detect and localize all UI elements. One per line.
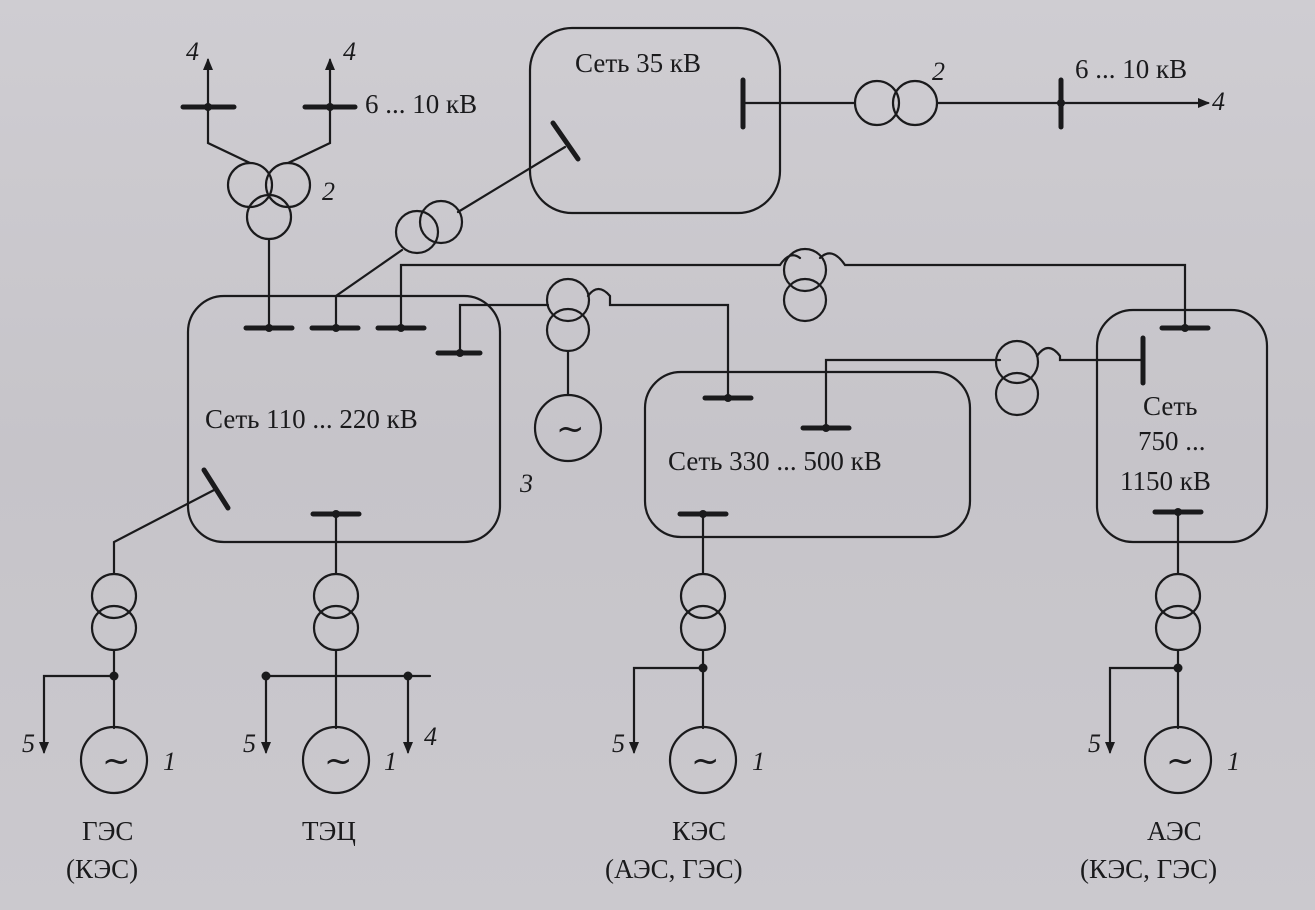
- label-aes-line1: АЭС: [1147, 816, 1202, 846]
- marker-4-right: 4: [1212, 87, 1225, 116]
- label-network-750-l3: 1150 кВ: [1120, 466, 1211, 496]
- transformer-ges: [90, 572, 138, 652]
- generator-kes: [668, 725, 738, 795]
- marker-4-tec: 4: [424, 722, 437, 751]
- marker-4-left-a: 4: [186, 37, 199, 66]
- label-ges-line2: (КЭС): [66, 854, 138, 884]
- transformer-kes: [679, 572, 727, 652]
- marker-5-tec: 5: [243, 729, 256, 758]
- transformer-110-to-750: [782, 247, 828, 323]
- label-network-110-220kv: Сеть 110 ... 220 кВ: [205, 404, 418, 434]
- label-kes-line1: КЭС: [672, 816, 726, 846]
- label-kes-line2: (АЭС, ГЭС): [605, 854, 743, 884]
- marker-1-kes: 1: [752, 747, 765, 776]
- transformer-with-generator-3: [545, 277, 591, 353]
- label-network-330-500kv: Сеть 330 ... 500 кВ: [668, 446, 882, 476]
- bus-35kv-diag: [550, 120, 581, 162]
- label-network-750-l2: 750 ...: [1138, 426, 1206, 456]
- generator-tec-symbol: ~: [324, 741, 353, 781]
- network-35kv-box: [528, 26, 782, 215]
- network-330-500kv-box: [643, 370, 972, 539]
- marker-3: 3: [519, 469, 533, 498]
- marker-1-aes: 1: [1227, 747, 1240, 776]
- transformer-35-to-10: [853, 79, 939, 127]
- generator-aes: [1143, 725, 1213, 795]
- marker-1-ges: 1: [163, 747, 176, 776]
- label-aes-line2: (КЭС, ГЭС): [1080, 854, 1217, 884]
- generator-3: [533, 393, 603, 463]
- transformer-110-to-35: [394, 199, 464, 255]
- marker-2-right: 2: [932, 57, 945, 86]
- marker-2-left: 2: [322, 177, 335, 206]
- marker-5-aes: 5: [1088, 729, 1101, 758]
- label-voltage-right: 6 ... 10 кВ: [1075, 54, 1187, 84]
- three-winding-transformer-left: [226, 161, 312, 241]
- generator-ges: [79, 725, 149, 795]
- label-network-35kv: Сеть 35 кВ: [575, 48, 701, 78]
- transformer-330-to-750: [994, 339, 1040, 417]
- generator-ges-symbol: ~: [102, 741, 131, 781]
- marker-5-kes: 5: [612, 729, 625, 758]
- generator-kes-symbol: ~: [691, 741, 720, 781]
- transformer-aes: [1154, 572, 1202, 652]
- marker-4-left-b: 4: [343, 37, 356, 66]
- generator-tec: [301, 725, 371, 795]
- label-ges-line1: ГЭС: [82, 816, 133, 846]
- generator-aes-symbol: ~: [1166, 741, 1195, 781]
- network-110-220kv-box: [186, 294, 502, 544]
- label-tec: ТЭЦ: [302, 816, 356, 846]
- marker-5-ges: 5: [22, 729, 35, 758]
- label-network-750-l1: Сеть: [1143, 391, 1197, 421]
- transformer-tec: [312, 572, 360, 652]
- marker-1-tec: 1: [384, 747, 397, 776]
- label-voltage-left: 6 ... 10 кВ: [365, 89, 477, 119]
- network-750-1150kv-box: [1095, 308, 1269, 544]
- generator-3-symbol: ~: [556, 409, 585, 449]
